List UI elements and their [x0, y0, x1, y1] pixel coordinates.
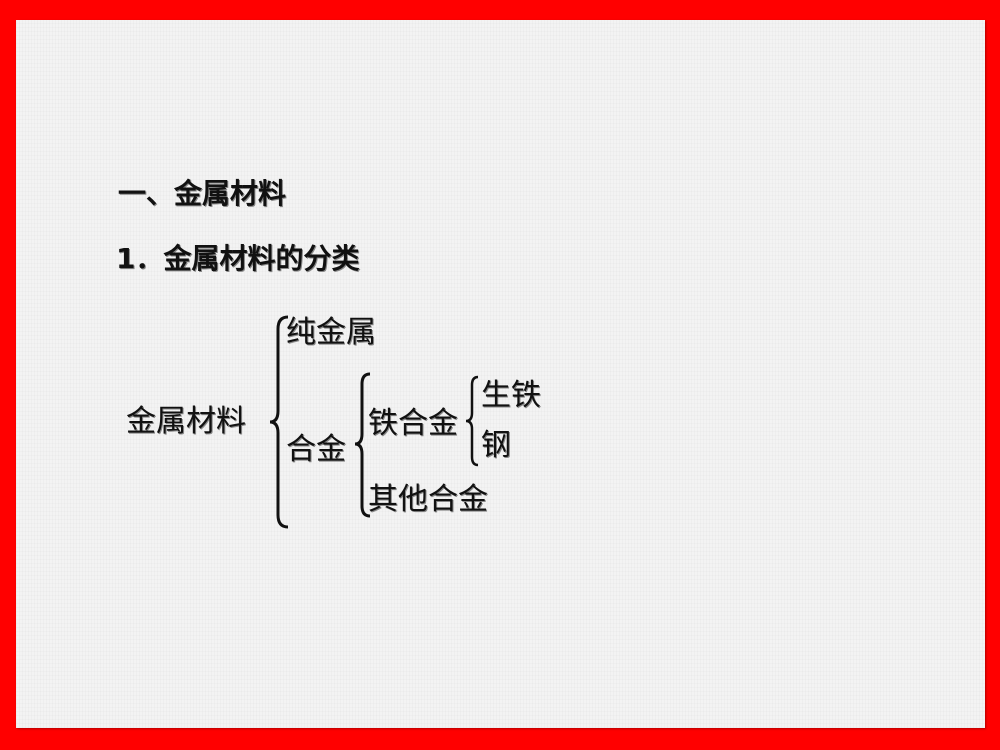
alloy-brace [354, 372, 371, 518]
node-alloy: 合金 [286, 432, 346, 467]
root-node: 金属材料 [126, 404, 246, 439]
node-iron-alloy: 铁合金 [368, 406, 458, 441]
node-other-alloy: 其他合金 [368, 482, 488, 517]
root-brace [269, 315, 289, 529]
subheading: 1．金属材料的分类 [116, 242, 360, 275]
node-pig-iron: 生铁 [481, 378, 541, 413]
node-steel: 钢 [481, 428, 511, 463]
slide: 一、金属材料 1．金属材料的分类 金属材料 纯金属 合金 铁合金 其他合金 生铁… [16, 20, 985, 728]
node-pure-metal: 纯金属 [286, 315, 376, 350]
section-heading: 一、金属材料 [118, 177, 287, 210]
iron-alloy-brace [465, 375, 479, 467]
